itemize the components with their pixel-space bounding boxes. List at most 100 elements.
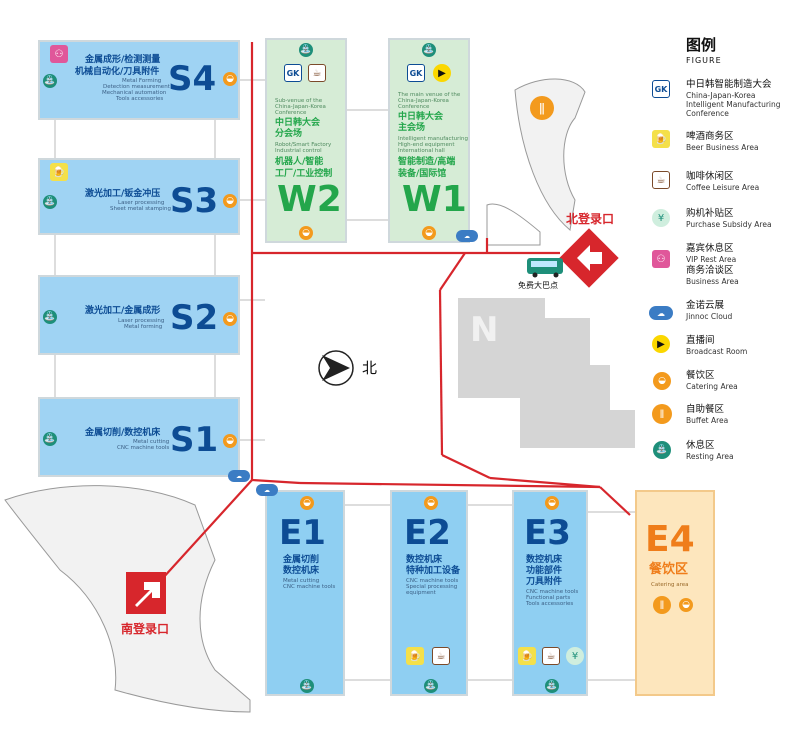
ck-logo-icon: GK (284, 64, 302, 82)
hall-s1[interactable]: ⛲ 金属切削/数控机床 Metal cutting CNC machine to… (38, 397, 240, 477)
coffee-icon: ☕ (542, 647, 560, 665)
rest-icon: ⛲ (300, 679, 314, 693)
catering-icon: ◒ (679, 598, 693, 612)
rest-icon: ⛲ (422, 43, 436, 57)
e4-cn-line1: 餐饮区 (649, 562, 689, 577)
e2-en-line1: CNC machine tools (406, 578, 459, 584)
legend-item-cn2: 商务洽谈区 (686, 265, 734, 276)
south-entrance-label[interactable]: 南登录口 (121, 622, 170, 636)
legend-title: 图例 (686, 36, 717, 54)
compass-icon (318, 350, 354, 386)
hall-s4[interactable]: ⚇ ⛲ 金属成形/检测测量 机械自动化/刀具附件 Metal Forming D… (38, 40, 240, 120)
hall-e3[interactable]: ◒ E3 数控机床 功能部件 刀具附件 CNC machine tools Fu… (512, 490, 588, 696)
w2-en-line3: Conference (275, 110, 307, 116)
north-direction-label: 北 (362, 359, 378, 377)
w2-cn-line3: 机器人/智能 (275, 157, 324, 167)
w2-cn-line4: 工厂/工业控制 (275, 169, 333, 179)
catering-icon: ◒ (223, 72, 237, 86)
e3-en-line2: Functional parts (526, 595, 571, 601)
broadcast-icon: ▶ (433, 64, 451, 82)
w2-cn-line2: 分会场 (275, 129, 303, 139)
e2-code: E2 (404, 513, 451, 553)
rest-icon: ⛲ (545, 679, 559, 693)
legend-item-cn: 金诺云展 (686, 300, 725, 311)
w1-en-line6: International hall (398, 148, 445, 154)
w1-cn-line2: 主会场 (398, 123, 426, 133)
subsidy-icon: ¥ (652, 209, 670, 227)
coffee-icon: ☕ (308, 64, 326, 82)
coffee-icon: ☕ (432, 647, 450, 665)
w1-en-line4: Intelligent manufacturing (398, 136, 468, 142)
legend-item-en: Broadcast Room (686, 347, 748, 356)
s2-cn-line1: 激光加工/金属成形 (85, 306, 161, 316)
buffet-icon: ǁ (652, 404, 672, 424)
s4-code: S4 (168, 59, 217, 99)
s4-en-line1: Metal Forming (122, 78, 162, 84)
w2-code: W2 (277, 179, 342, 220)
north-entrance-label[interactable]: 北登录口 (566, 212, 615, 226)
n-building-label: N (470, 310, 499, 350)
legend-item-en: Buffet Area (686, 416, 729, 425)
hall-s3[interactable]: 🍺 ⛲ 激光加工/钣金冲压 Laser processing Sheet met… (38, 158, 240, 235)
rest-icon: ⛲ (43, 195, 57, 209)
hall-s2[interactable]: ⛲ 激光加工/金属成形 Laser processing Metal formi… (38, 275, 240, 355)
s1-code: S1 (170, 420, 219, 460)
catering-icon: ◒ (223, 194, 237, 208)
south-entrance-arrow (126, 572, 166, 614)
legend-item-cn: 自助餐区 (686, 404, 725, 415)
catering-icon: ◒ (422, 226, 436, 240)
legend-item-cn: 直播间 (686, 335, 715, 346)
legend-item-en: Beer Business Area (686, 143, 759, 152)
legend-item-en: VIP Rest Area (686, 255, 737, 264)
catering-icon: ◒ (300, 496, 314, 510)
legend-item-en: Purchase Subsidy Area (686, 220, 772, 229)
w1-en-line2: China-Japan-Korea (398, 98, 449, 104)
legend-item-en: Resting Area (686, 452, 734, 461)
w1-cn-line1: 中日韩大会 (398, 112, 444, 122)
w2-cn-line1: 中日韩大会 (275, 118, 321, 128)
cloud-icon: ☁ (456, 230, 478, 242)
w1-cn-line4: 装备/国际馆 (398, 169, 447, 179)
legend-subtitle: FIGURE (686, 56, 722, 65)
s2-code: S2 (170, 298, 219, 338)
s3-code: S3 (170, 181, 219, 221)
e2-en-line3: equipment (406, 590, 436, 596)
legend-item-cn: 中日韩智能制造大会 (686, 79, 772, 90)
s4-en-line2: Detection measurement (103, 84, 170, 90)
coffee-icon: ☕ (652, 171, 670, 189)
ck-logo-icon: GK (652, 80, 670, 98)
s1-en-line1: Metal cutting (133, 439, 170, 445)
w2-en-line5: Industrial control (275, 148, 322, 154)
s1-en-line2: CNC machine tools (117, 445, 170, 451)
e4-code: E4 (645, 519, 695, 560)
s1-cn-line1: 金属切削/数控机床 (85, 428, 161, 438)
e2-cn-line1: 数控机床 (406, 555, 443, 565)
hall-e2[interactable]: ◒ E2 数控机床 特种加工设备 CNC machine tools Speci… (390, 490, 468, 696)
beer-icon: 🍺 (406, 647, 424, 665)
e1-en-line1: Metal cutting (283, 578, 320, 584)
beer-icon: 🍺 (652, 130, 670, 148)
vip-icon: ⚇ (652, 250, 670, 268)
w1-en-line3: Conference (398, 104, 430, 110)
hall-w1[interactable]: ⛲ GK ▶ The main venue of the China-Japan… (388, 38, 470, 243)
buffet-icon: ǁ (653, 596, 671, 614)
catering-icon: ◒ (653, 372, 671, 390)
rest-icon: ⛲ (43, 74, 57, 88)
catering-icon: ◒ (299, 226, 313, 240)
w2-en-line4: Robot/Smart Factory (275, 142, 332, 148)
hall-e4[interactable]: E4 餐饮区 Catering area ǁ ◒ (635, 490, 715, 696)
e1-en-line2: CNC machine tools (283, 584, 336, 590)
cloud-icon: ☁ (228, 470, 250, 482)
e1-cn-line1: 金属切削 (283, 555, 320, 565)
e1-cn-line2: 数控机床 (283, 566, 320, 576)
hall-w2[interactable]: ⛲ GK ☕ Sub-venue of the China-Japan-Kore… (265, 38, 347, 243)
e1-code: E1 (279, 513, 326, 553)
beer-icon: 🍺 (518, 647, 536, 665)
w1-cn-line3: 智能制造/高端 (398, 157, 456, 167)
s3-en-line2: Sheet metal stamping (110, 206, 171, 212)
s4-cn-line1: 金属成形/检测测量 (85, 55, 161, 65)
s4-en-line4: Tools accessories (116, 96, 164, 102)
hall-e1[interactable]: ◒ E1 金属切削 数控机床 Metal cutting CNC machine… (265, 490, 345, 696)
vip-icon: ⚇ (50, 45, 68, 63)
e2-cn-line2: 特种加工设备 (406, 566, 461, 576)
